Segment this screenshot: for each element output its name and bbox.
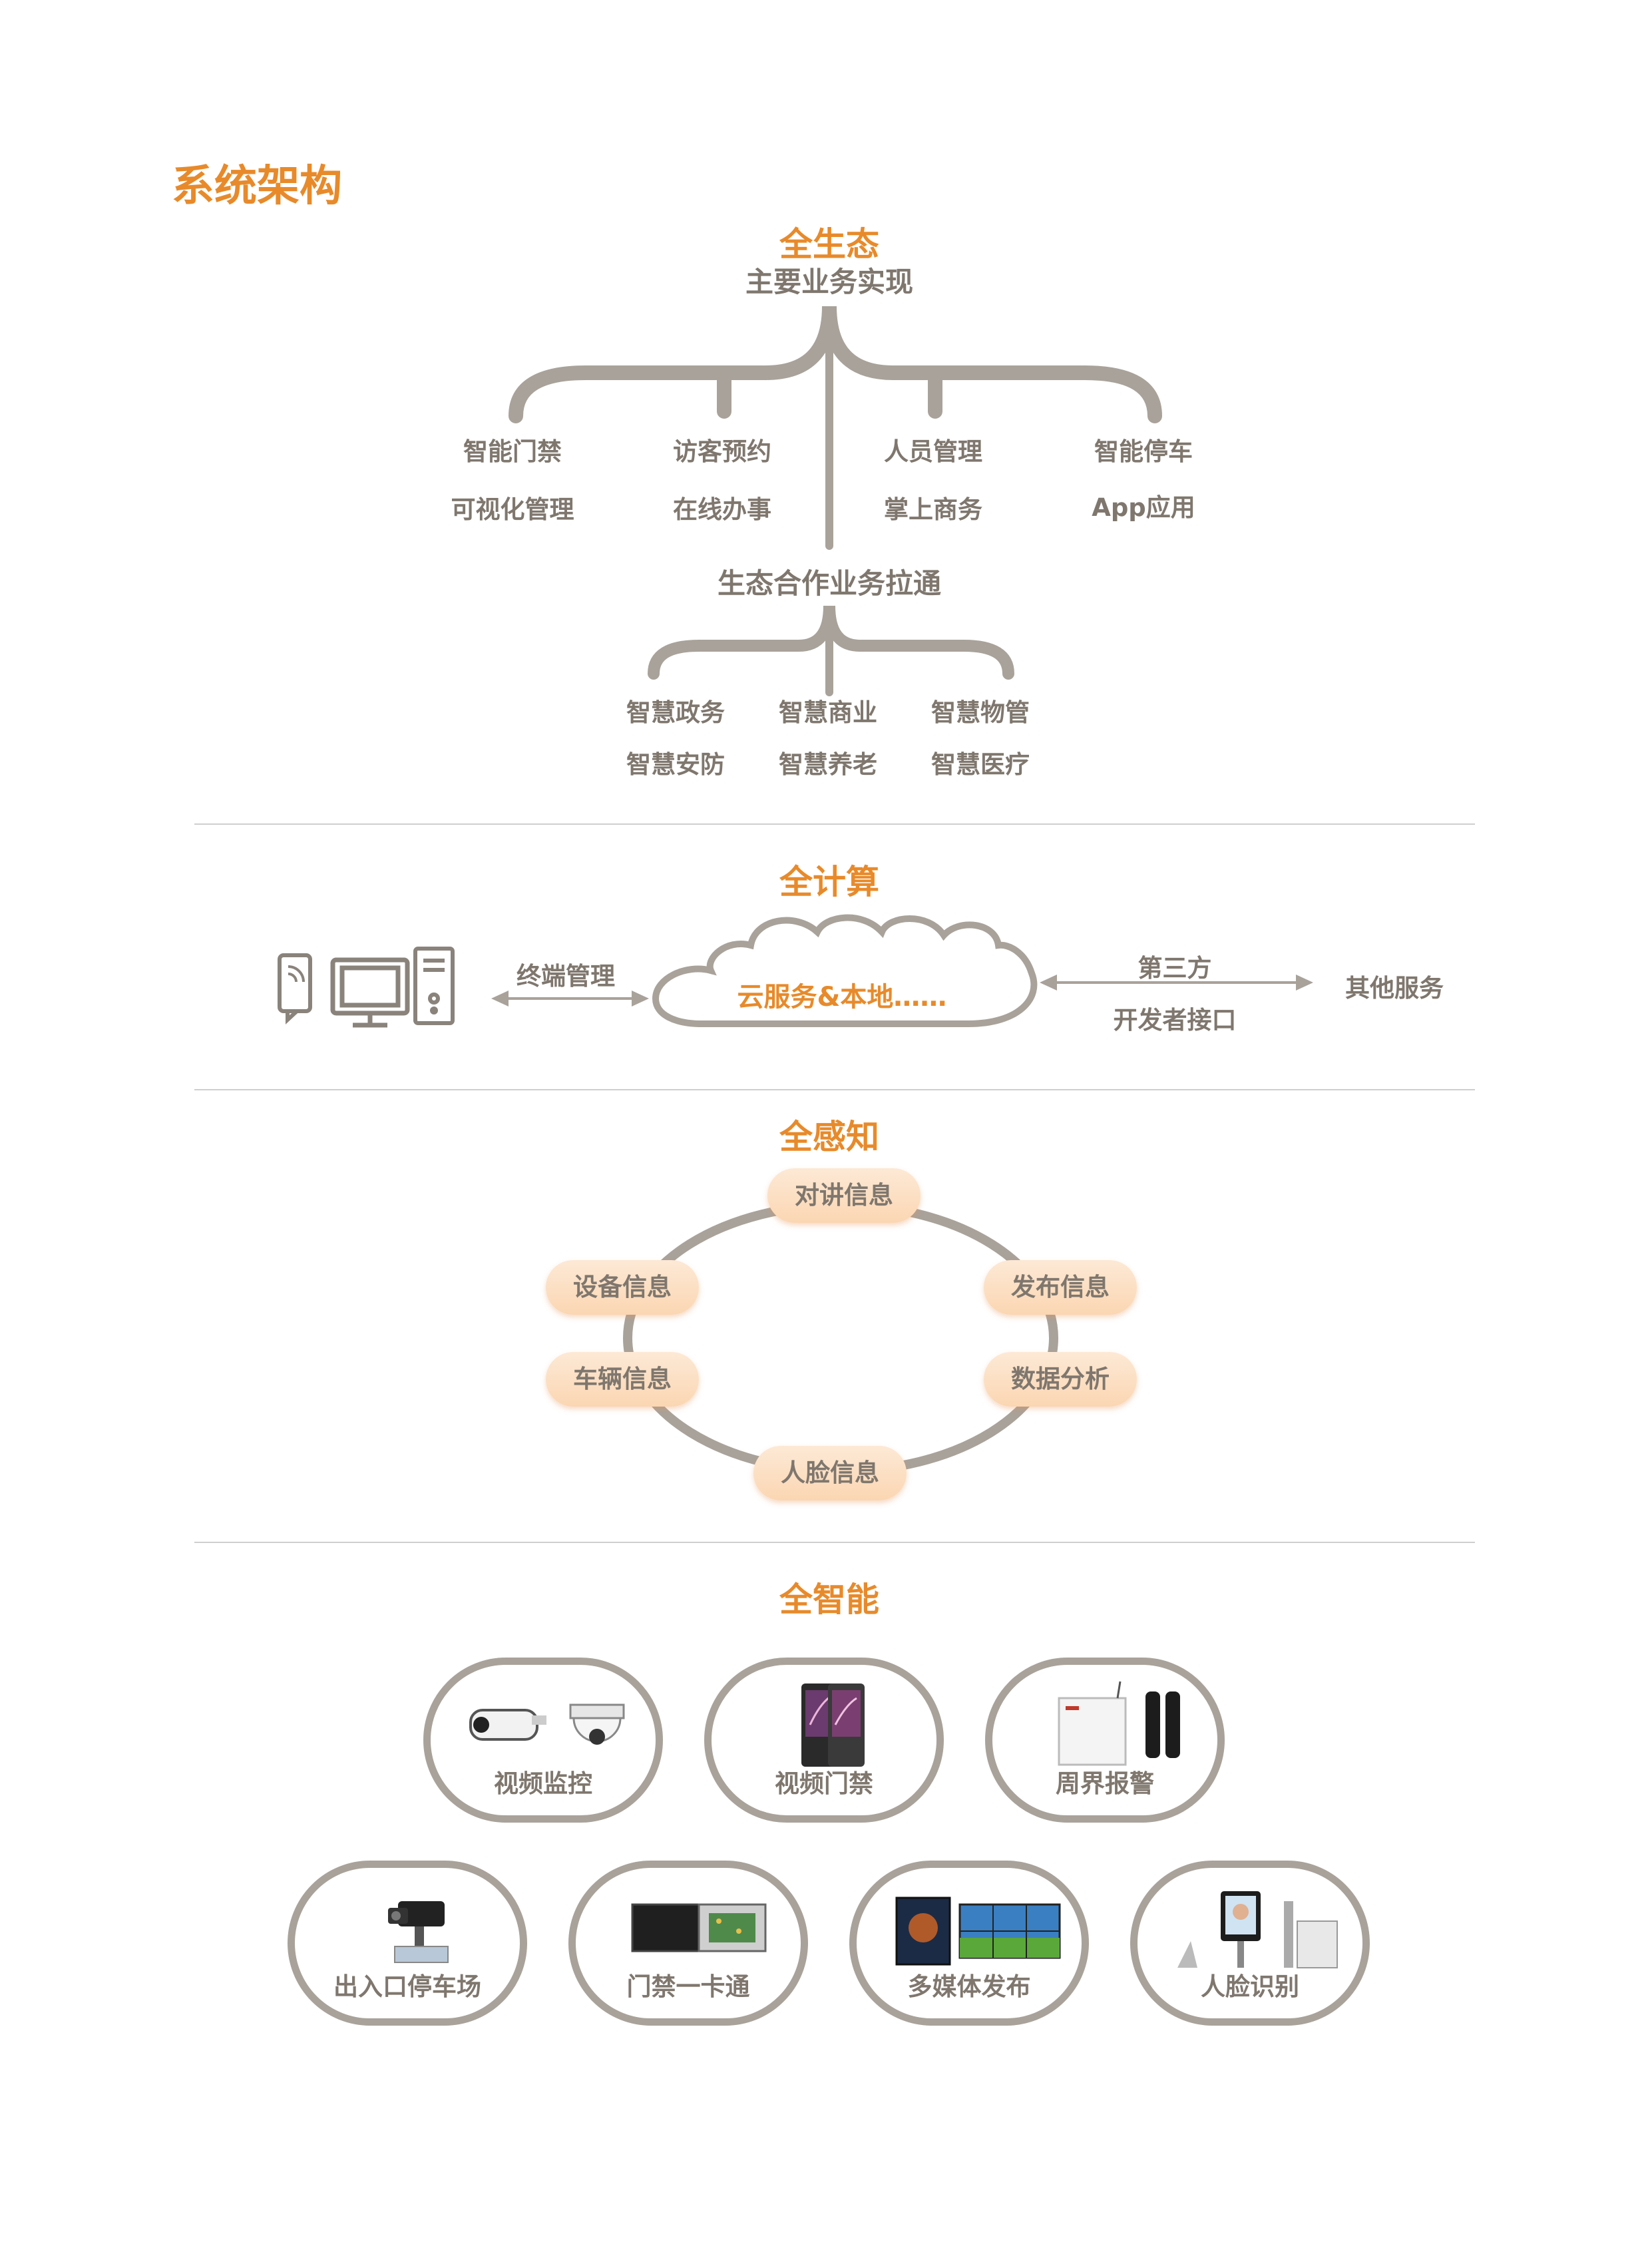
service-4-line1: 智能停车 — [1094, 437, 1193, 466]
label-multimedia: 多媒体发布 — [907, 1972, 1031, 2001]
partner-1-line2: 智慧安防 — [626, 750, 725, 779]
label-video-door: 视频门禁 — [775, 1769, 873, 1798]
service-4-line2: App应用 — [1092, 493, 1195, 522]
terminal-label: 终端管理 — [516, 962, 615, 991]
device-parking: 出入口停车场 — [288, 1861, 527, 2026]
service-2-line2: 在线办事 — [673, 495, 771, 524]
monitor-icon — [330, 957, 410, 1028]
page-title: 系统架构 — [172, 162, 342, 211]
developer-api-label: 开发者接口 — [1113, 1006, 1237, 1034]
partner-3-line2: 智慧医疗 — [931, 750, 1030, 779]
other-services-label: 其他服务 — [1345, 974, 1444, 1003]
intelligence-title: 全智能 — [779, 1580, 879, 1619]
pill-device-info: 设备信息 — [546, 1260, 699, 1315]
partner-3-line1: 智慧物管 — [931, 698, 1030, 727]
controller-board-icon — [631, 1903, 767, 1952]
partner-1-line1: 智慧政务 — [626, 698, 725, 727]
device-access-card: 门禁一卡通 — [568, 1861, 808, 2026]
divider-1 — [194, 823, 1475, 825]
service-3-line1: 人员管理 — [884, 437, 982, 466]
device-video-surveillance: 视频监控 — [423, 1658, 663, 1823]
door-terminal-icon — [801, 1683, 865, 1767]
pc-tower-icon — [413, 947, 455, 1025]
device-multimedia: 多媒体发布 — [849, 1861, 1089, 2026]
computing-title: 全计算 — [779, 863, 879, 901]
partner-brace — [648, 605, 1014, 680]
parking-camera-icon — [388, 1901, 449, 1963]
pill-intercom-info: 对讲信息 — [767, 1168, 921, 1223]
pill-vehicle-info: 车辆信息 — [546, 1352, 699, 1407]
label-parking: 出入口停车场 — [333, 1972, 481, 2001]
third-party-arrow — [1040, 975, 1313, 991]
service-2-line1: 访客预约 — [673, 437, 771, 466]
camera-icon — [469, 1703, 625, 1745]
device-face-recognition: 人脸识别 — [1130, 1861, 1370, 2026]
label-face-recognition: 人脸识别 — [1201, 1972, 1299, 2001]
third-party-label: 第三方 — [1137, 954, 1212, 983]
device-perimeter-alarm: 周界报警 — [985, 1658, 1225, 1823]
pill-data-analysis: 数据分析 — [984, 1352, 1137, 1407]
main-brace — [509, 306, 1162, 423]
service-1-line1: 智能门禁 — [463, 437, 562, 466]
face-terminal-icon — [1177, 1891, 1338, 1968]
partner-2-line2: 智慧养老 — [779, 750, 877, 779]
partner-title: 生态合作业务拉通 — [717, 567, 941, 600]
pill-publish-info: 发布信息 — [984, 1260, 1137, 1315]
pill-face-info: 人脸信息 — [753, 1446, 907, 1500]
divider-2 — [194, 1089, 1475, 1090]
alarm-box-icon — [1058, 1681, 1180, 1766]
terminal-arrow — [491, 991, 649, 1007]
divider-3 — [194, 1542, 1475, 1543]
service-1-line2: 可视化管理 — [451, 495, 574, 524]
tablet-icon — [278, 953, 312, 1024]
label-perimeter-alarm: 周界报警 — [1056, 1769, 1154, 1798]
label-video-surveillance: 视频监控 — [494, 1769, 592, 1798]
partner-2-line1: 智慧商业 — [779, 698, 877, 727]
ecosystem-title: 全生态 — [779, 225, 879, 264]
cloud-label: 云服务&本地…… — [737, 982, 947, 1012]
display-wall-icon — [895, 1897, 1061, 1966]
ecosystem-subtitle: 主要业务实现 — [745, 266, 913, 298]
perception-ring — [623, 1200, 1058, 1476]
label-access-card: 门禁一卡通 — [626, 1972, 750, 2001]
device-video-door: 视频门禁 — [704, 1658, 944, 1823]
service-3-line2: 掌上商务 — [884, 495, 982, 524]
perception-title: 全感知 — [779, 1118, 879, 1156]
cloud-shape — [652, 914, 1038, 1027]
